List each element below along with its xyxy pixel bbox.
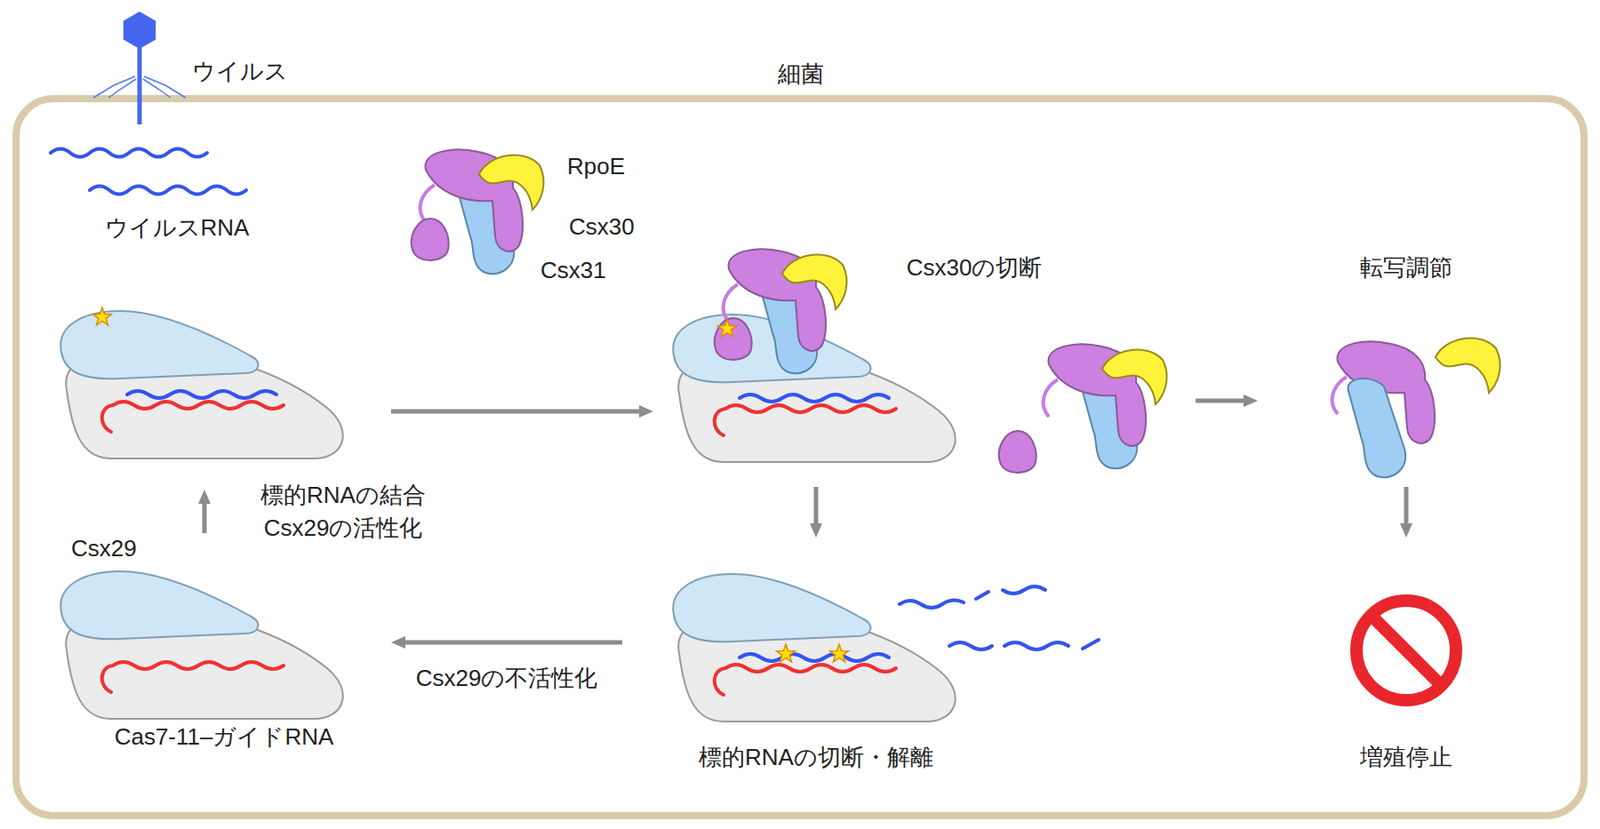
viral-rna: ウイルスRNA [44,133,276,246]
csx31-protein [1347,378,1406,478]
protein-complex: RpoE Csx30Csx31 [404,140,649,289]
stage-box: Csx29Cas7-11–ガイドRNA [53,533,392,756]
target-rna [739,654,889,662]
node-label: 増殖停止 [1360,744,1453,772]
rna-fragment [1082,640,1099,649]
node-label: 標的RNAの切断・解離 [698,744,934,772]
flow-arrow [814,487,819,528]
flow-arrow [1195,399,1248,404]
stage-box [53,297,392,490]
node-label: Csx30 [568,213,635,241]
node-label: 転写調節 [1360,254,1453,282]
node-label: Csx31 [540,256,607,285]
node-label: ウイルスRNA [104,214,250,242]
flow-arrow [202,500,208,534]
flow-arrow [1404,487,1409,528]
virus-leg [108,79,136,98]
prohibition-bar [1370,615,1442,687]
virus: ウイルス [84,4,320,120]
target-rna [739,394,889,402]
stage-box: 転写調節 [1257,248,1503,488]
node-label: ウイルス [192,57,288,86]
edge-label: Csx29の不活性化 [416,662,599,695]
node-label: Cas7-11–ガイドRNA [114,723,335,752]
csx30-linker [420,184,435,223]
csx30-small-domain [411,218,449,261]
released-complex [1043,344,1168,469]
stage-box: Csx30の切断 [653,244,1196,488]
stage-box: 標的RNAの切断・解離 [622,537,1112,783]
rna-fragment [949,642,992,650]
node-label: Csx30の切断 [906,254,1043,282]
rpoe-protein [1435,338,1501,393]
csx30-linker [723,284,738,322]
rpoe-protein [479,155,544,210]
cleaved-rna-fragments [899,586,1099,650]
node-label: Csx29 [71,535,137,563]
activity-star [718,319,737,337]
rpoe-csx30-csx31-complex [411,149,544,274]
rpoe-protein [782,255,848,310]
rna-fragment [1004,642,1069,650]
virus-tail [137,48,143,125]
viral-rna-strand [89,186,247,195]
rna-fragment [1002,586,1046,594]
virus-head [123,11,156,49]
virus-icon [93,11,186,125]
rpoe-protein [1102,350,1168,405]
cas7-11-complex [672,574,955,722]
csx30-small-domain [714,318,752,360]
cas7-11-complex [60,571,343,720]
prohibition-ring [1356,600,1456,701]
node-label: 細菌 [777,60,824,88]
node-label: RpoE [567,152,625,181]
rna-fragment [899,600,964,608]
flow-arrow [401,640,623,646]
bacterium-region: 細菌ウイルスRNA RpoE Csx30Csx31 Csx30の切断 転写調節 Csx29… [12,53,1588,820]
prohibition-sign [1356,600,1456,701]
csx30-linker [1043,379,1058,417]
activity-star [93,307,112,326]
cas7-11-complex [60,311,343,459]
activity-star [776,644,796,663]
flow-arrow [391,409,643,415]
bacterium-outline [16,98,1584,816]
target-rna [127,391,277,399]
virus-leg [143,79,171,98]
cleaved-csx30-fragment [999,431,1037,473]
viral-rna-strand [50,149,208,158]
virus-leg [144,76,186,98]
activated-complex [60,311,343,459]
activity-star [830,644,849,663]
stage-box: 増殖停止 [1315,537,1503,783]
csx30-linker [1332,376,1347,415]
bound-csx30-complex [714,248,848,374]
edge-label: 標的RNAの結合 Csx29の活性化 [240,479,447,544]
cleaving-complex [672,574,955,722]
rna-fragment [976,592,989,600]
virus-leg [93,76,136,98]
